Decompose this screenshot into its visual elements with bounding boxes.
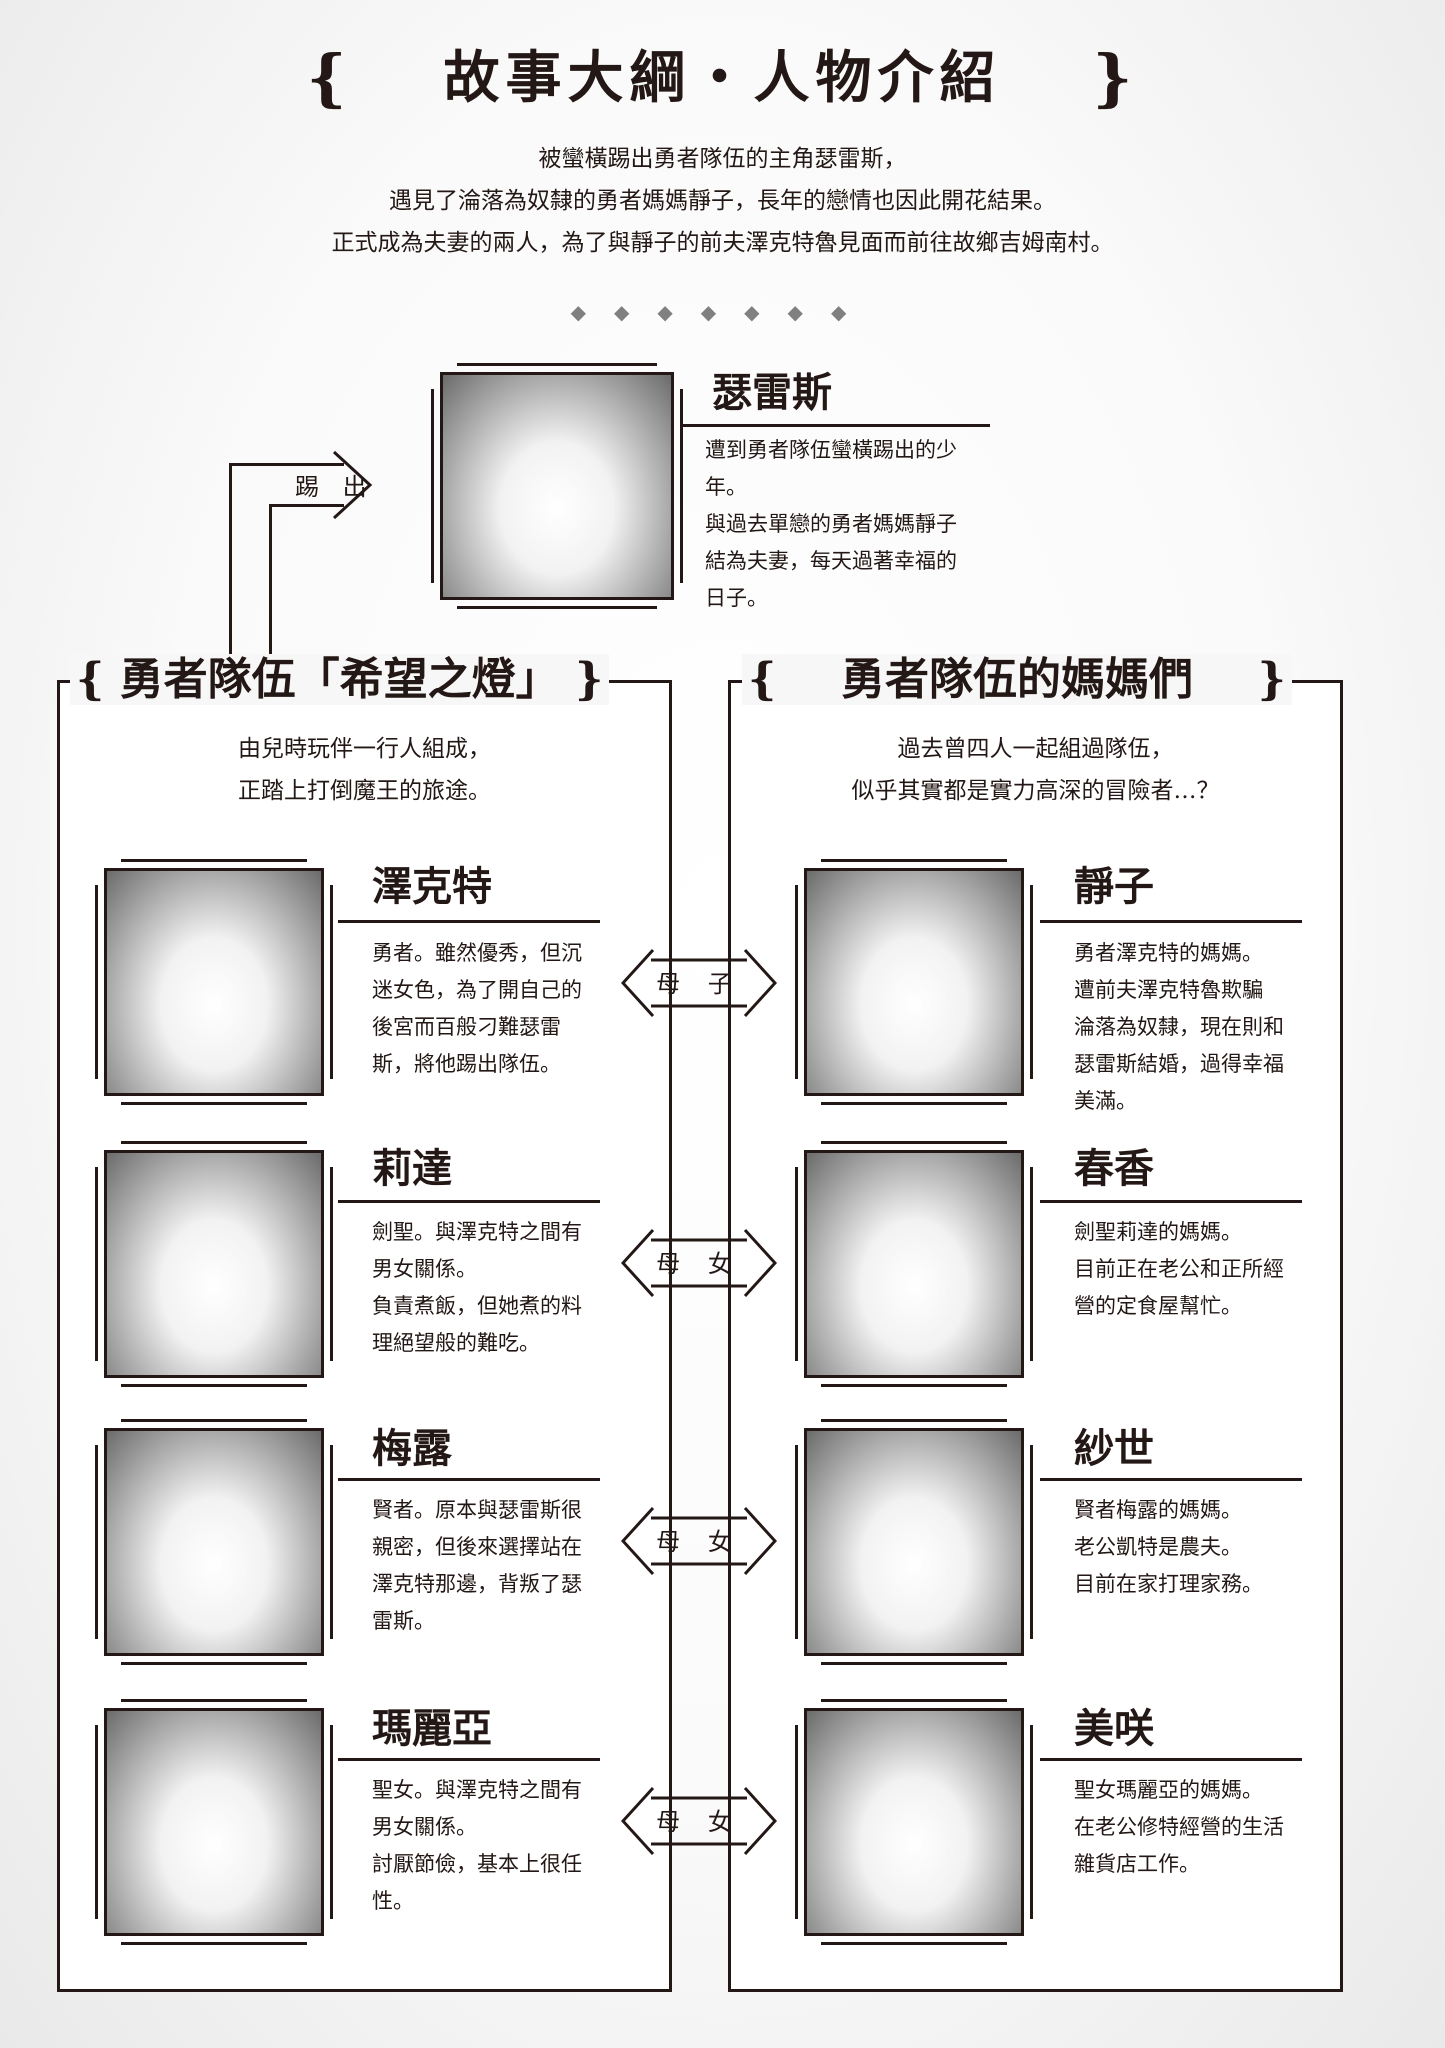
brace-left-icon: { — [748, 654, 777, 705]
double-arrow-icon — [621, 948, 777, 1018]
portrait — [795, 1419, 1033, 1665]
name-underline — [338, 1478, 600, 1481]
portrait — [795, 859, 1033, 1105]
character-description: 勇者澤克特的媽媽。 遭前夫澤克特魯欺騙 淪落為奴隸，現在則和 瑟雷斯結婚，過得幸… — [1074, 941, 1284, 1113]
name-underline — [1040, 1478, 1302, 1481]
character-name: 梅露 — [372, 1425, 452, 1472]
character-name: 紗世 — [1074, 1425, 1154, 1472]
portrait — [95, 859, 333, 1105]
character-name: 美咲 — [1074, 1705, 1154, 1752]
character-description: 聖女瑪麗亞的媽媽。 在老公修特經營的生活 雜貨店工作。 — [1074, 1778, 1284, 1876]
page-title: { 故事大綱・人物介紹 } — [0, 38, 1445, 118]
brace-left-icon: { — [76, 654, 105, 705]
relation-label: 母 子 — [656, 970, 742, 998]
relation-arrow-mother-son: 母 子 — [621, 948, 777, 1018]
portrait — [95, 1699, 333, 1945]
brace-right-icon: } — [1092, 41, 1139, 114]
relation-label: 母 女 — [656, 1808, 742, 1836]
double-arrow-icon — [621, 1506, 777, 1576]
relation-label: 母 女 — [656, 1528, 742, 1556]
character-description: 賢者。原本與瑟雷斯很 親密，但後來選擇站在 澤克特那邊，背叛了瑟 雷斯。 — [372, 1498, 582, 1633]
kick-arrow-icon — [332, 450, 373, 520]
name-underline — [338, 920, 600, 923]
relation-arrow-mother-daughter: 母 女 — [621, 1786, 777, 1856]
brace-right-icon: } — [1257, 654, 1286, 705]
section-title-moms: { 勇者隊伍的媽媽們 } — [742, 650, 1292, 710]
kick-connector-inner — [269, 504, 272, 671]
double-arrow-icon — [621, 1228, 777, 1298]
relation-arrow-mother-daughter: 母 女 — [621, 1506, 777, 1576]
relation-label: 母 女 — [656, 1250, 742, 1278]
character-description: 聖女。與澤克特之間有 男女關係。 討厭節儉，基本上很任 性。 — [372, 1778, 582, 1913]
portrait-protagonist — [431, 363, 683, 609]
portrait — [95, 1141, 333, 1387]
brace-left-icon: { — [306, 41, 353, 114]
relation-arrow-mother-daughter: 母 女 — [621, 1228, 777, 1298]
character-name: 澤克特 — [372, 863, 492, 910]
kick-connector-outer — [229, 463, 232, 671]
section-title-hero-party: { 勇者隊伍「希望之燈」 } — [70, 650, 610, 710]
name-underline — [1040, 1758, 1302, 1761]
brace-right-icon: } — [574, 654, 604, 705]
character-name: 莉達 — [372, 1145, 452, 1192]
character-description: 勇者。雖然優秀，但沉 迷女色，為了開自己的 後宮而百般刁難瑟雷 斯，將他踢出隊伍… — [372, 941, 582, 1076]
portrait — [795, 1699, 1033, 1945]
story-summary: 被蠻橫踢出勇者隊伍的主角瑟雷斯， 遇見了淪落為奴隸的勇者媽媽靜子，長年的戀情也因… — [0, 138, 1445, 264]
name-underline — [680, 424, 990, 427]
character-name: 春香 — [1074, 1145, 1154, 1192]
character-description: 劍聖莉達的媽媽。 目前正在老公和正所經 營的定食屋幫忙。 — [1074, 1220, 1284, 1318]
name-underline — [338, 1758, 600, 1761]
kick-connector-bottom — [269, 504, 344, 507]
character-description: 劍聖。與澤克特之間有 男女關係。 負責煮飯，但她煮的料 理絕望般的難吃。 — [372, 1220, 582, 1355]
kick-connector-top — [229, 463, 344, 466]
character-illustration — [443, 375, 671, 597]
character-name: 瑪麗亞 — [372, 1705, 492, 1752]
double-arrow-icon — [621, 1786, 777, 1856]
section-subtitle: 由兒時玩伴一行人組成， 正踏上打倒魔王的旅途。 — [238, 736, 491, 804]
diamond-divider-icon: ◆◆◆◆◆◆◆ — [570, 300, 875, 324]
portrait — [95, 1419, 333, 1665]
name-underline — [1040, 1200, 1302, 1203]
character-name: 靜子 — [1074, 863, 1154, 910]
summary-line: 正式成為夫妻的兩人，為了與靜子的前夫澤克特魯見面而前往故鄉吉姆南村。 — [331, 230, 1114, 256]
section-subtitle: 過去曾四人一起組過隊伍， 似乎其實都是實力高深的冒險者…？ — [851, 736, 1220, 804]
character-description: 遭到勇者隊伍蠻橫踢出的少 年。 與過去單戀的勇者媽媽靜子 結為夫妻，每天過著幸福… — [705, 438, 957, 610]
summary-line: 遇見了淪落為奴隸的勇者媽媽靜子，長年的戀情也因此開花結果。 — [389, 188, 1056, 214]
kick-label: 踢 出 — [295, 473, 375, 501]
character-name: 瑟雷斯 — [712, 369, 832, 416]
page-title-text: 故事大綱・人物介紹 — [443, 45, 1002, 111]
name-underline — [338, 1200, 600, 1203]
character-description: 賢者梅露的媽媽。 老公凱特是農夫。 目前在家打理家務。 — [1074, 1498, 1263, 1596]
summary-line: 被蠻橫踢出勇者隊伍的主角瑟雷斯， — [538, 146, 907, 172]
name-underline — [1040, 920, 1302, 923]
portrait — [795, 1141, 1033, 1387]
